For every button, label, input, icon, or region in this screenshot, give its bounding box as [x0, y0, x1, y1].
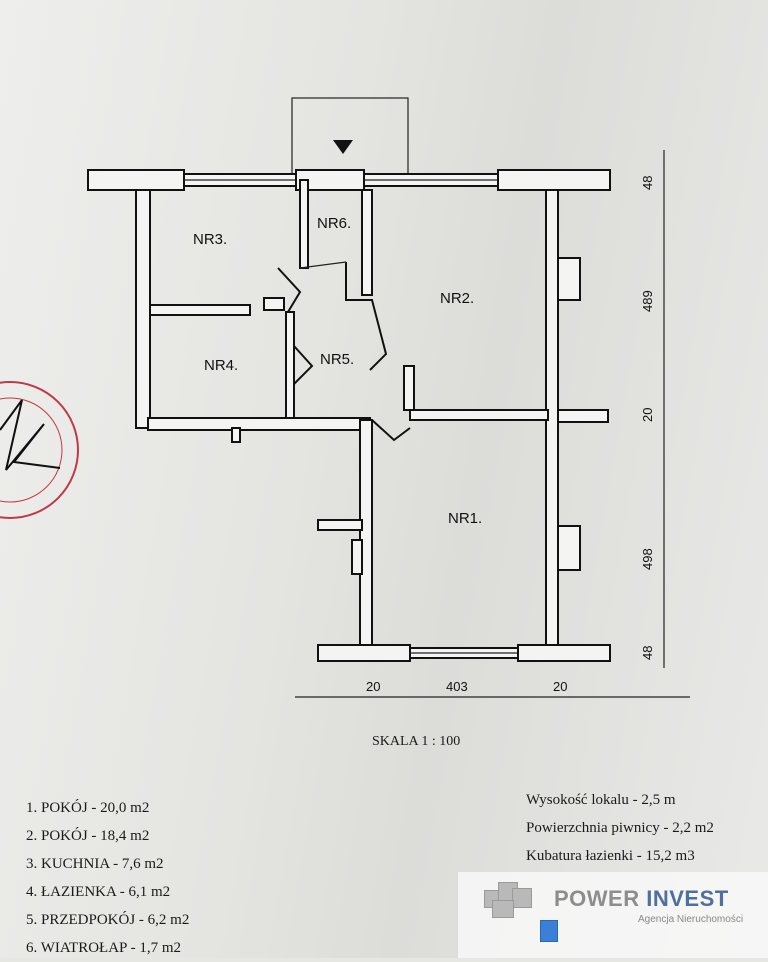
entrance-area	[291, 97, 409, 179]
room-label-nr3: NR3.	[193, 231, 227, 248]
room-label-nr6: NR6.	[317, 215, 351, 232]
stamp	[0, 381, 79, 519]
svg-text:498: 498	[640, 548, 655, 570]
svg-text:20: 20	[366, 679, 380, 694]
signature	[0, 399, 61, 471]
room-label-nr5: NR5.	[320, 351, 354, 368]
svg-text:403: 403	[446, 679, 468, 694]
legend-item: 4. ŁAZIENKA - 6,1 m2	[26, 884, 171, 900]
legend-item: 1. POKÓJ - 20,0 m2	[26, 800, 150, 816]
legend-item: 3. KUCHNIA - 7,6 m2	[26, 856, 164, 872]
legend-item: 2. POKÓJ - 18,4 m2	[26, 828, 150, 844]
brand-name: POWER INVEST	[554, 886, 729, 911]
svg-text:20: 20	[553, 679, 567, 694]
apartment-info: Wysokość lokalu - 2,5 m Powierzchnia piw…	[526, 786, 714, 870]
watermark-logo: POWER INVEST Agencja Nieruchomości	[458, 872, 768, 958]
info-height: Wysokość lokalu - 2,5 m	[526, 792, 676, 808]
svg-text:48: 48	[640, 176, 655, 190]
brand-subtitle: Agencja Nieruchomości	[638, 914, 744, 925]
room-label-nr1: NR1.	[448, 510, 482, 527]
info-basement: Powierzchnia piwnicy - 2,2 m2	[526, 820, 714, 836]
info-bathroom-volume: Kubatura łazienki - 15,2 m3	[526, 848, 695, 864]
walls	[87, 169, 611, 662]
scale-label: SKALA 1 : 100	[372, 734, 461, 749]
room-label-nr4: NR4.	[204, 357, 238, 374]
legend-item: 6. WIATROŁAP - 1,7 m2	[26, 940, 181, 956]
room-legend: 1. POKÓJ - 20,0 m2 2. POKÓJ - 18,4 m2 3.…	[26, 794, 189, 962]
room-labels: NR3. NR6. NR2. NR4. NR5. NR1.	[193, 215, 482, 527]
doors	[277, 261, 411, 442]
entrance-arrow-icon	[333, 140, 353, 154]
svg-text:20: 20	[640, 408, 655, 422]
legend-item: 5. PRZEDPOKÓJ - 6,2 m2	[26, 912, 190, 928]
svg-text:489: 489	[640, 290, 655, 312]
room-label-nr2: NR2.	[440, 290, 474, 307]
dimension-lines: 48 489 20 498 48 20 403 20	[295, 150, 690, 698]
svg-text:48: 48	[640, 646, 655, 660]
